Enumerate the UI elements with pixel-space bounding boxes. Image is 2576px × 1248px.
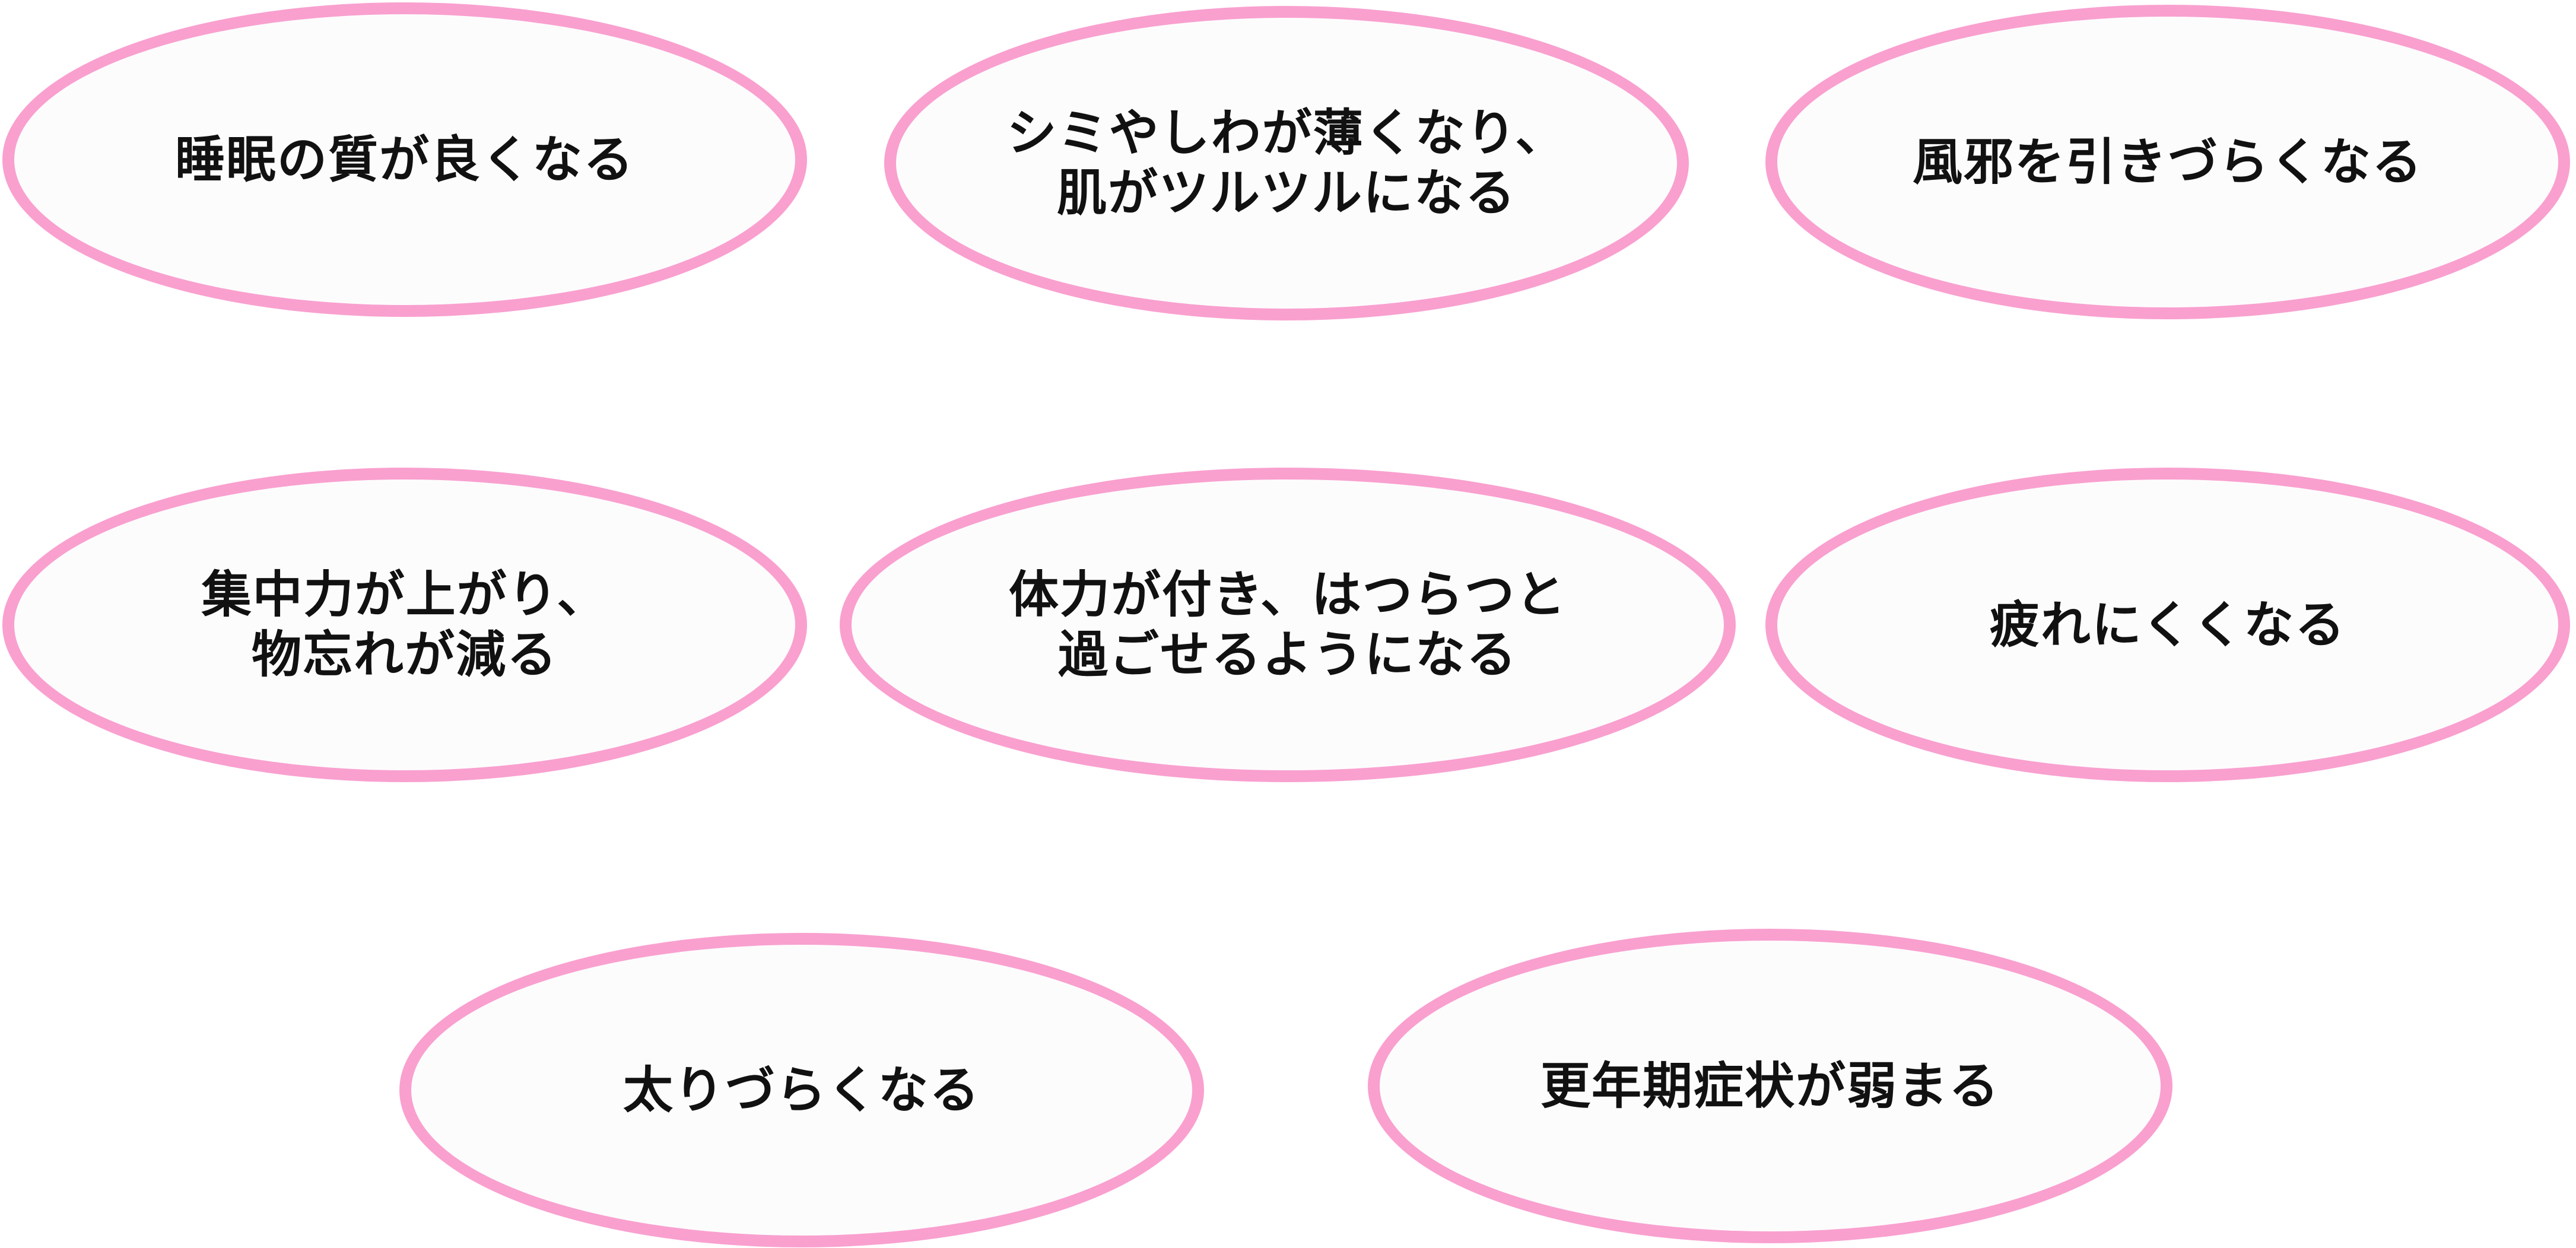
benefit-label-line-1: 疲れにくくなる [1989,595,2346,654]
benefit-label-line-1: 風邪を引きづらくなる [1912,132,2423,191]
benefit-label-line-1: 太りづらくなる [622,1060,980,1119]
benefit-label-line-1: 睡眠の質が良くなる [174,130,634,189]
benefit-ellipse-stamina: 体力が付き、はつらつと 過ごせるようになる [840,468,1736,782]
benefit-ellipse-skin: シミやしわが薄くなり、 肌がツルツルになる [884,6,1689,320]
benefit-label-line-2: 過ごせるようになる [1057,625,1517,684]
benefit-label: 風邪を引きづらくなる [1913,132,2423,192]
benefit-ellipse-concentration: 集中力が上がり、 物忘れが減る [2,468,807,782]
benefit-label-line-2: 肌がツルツルになる [1056,164,1516,222]
benefit-ellipse-cold-resistance: 風邪を引きづらくなる [1765,5,2570,319]
benefit-label-line-2: 物忘れが減る [251,625,558,684]
benefit-ellipse-sleep-quality: 睡眠の質が良くなる [2,2,807,317]
benefit-label-line-1: 体力が付き、はつらつと [1008,566,1567,624]
benefit-label: 睡眠の質が良くなる [175,130,634,190]
benefit-label-line-1: 更年期症状が弱まる [1540,1056,2000,1115]
benefit-ellipse-menopause: 更年期症状が弱まる [1368,929,2172,1243]
benefit-label: 更年期症状が弱まる [1540,1056,2000,1116]
benefit-label-line-1: シミやしわが薄くなり、 [1006,104,1567,163]
benefit-label: 太りづらくなる [623,1060,980,1120]
benefit-label: 集中力が上がり、 物忘れが減る [202,565,608,685]
benefit-ellipse-weight: 太りづらくなる [399,933,1204,1247]
benefit-ellipse-fatigue: 疲れにくくなる [1765,468,2570,782]
benefit-label-line-1: 集中力が上がり、 [201,566,608,624]
benefit-label: 体力が付き、はつらつと 過ごせるようになる [1009,565,1567,685]
benefit-label: 疲れにくくなる [1990,595,2346,655]
benefit-label: シミやしわが薄くなり、 肌がツルツルになる [1007,103,1567,223]
